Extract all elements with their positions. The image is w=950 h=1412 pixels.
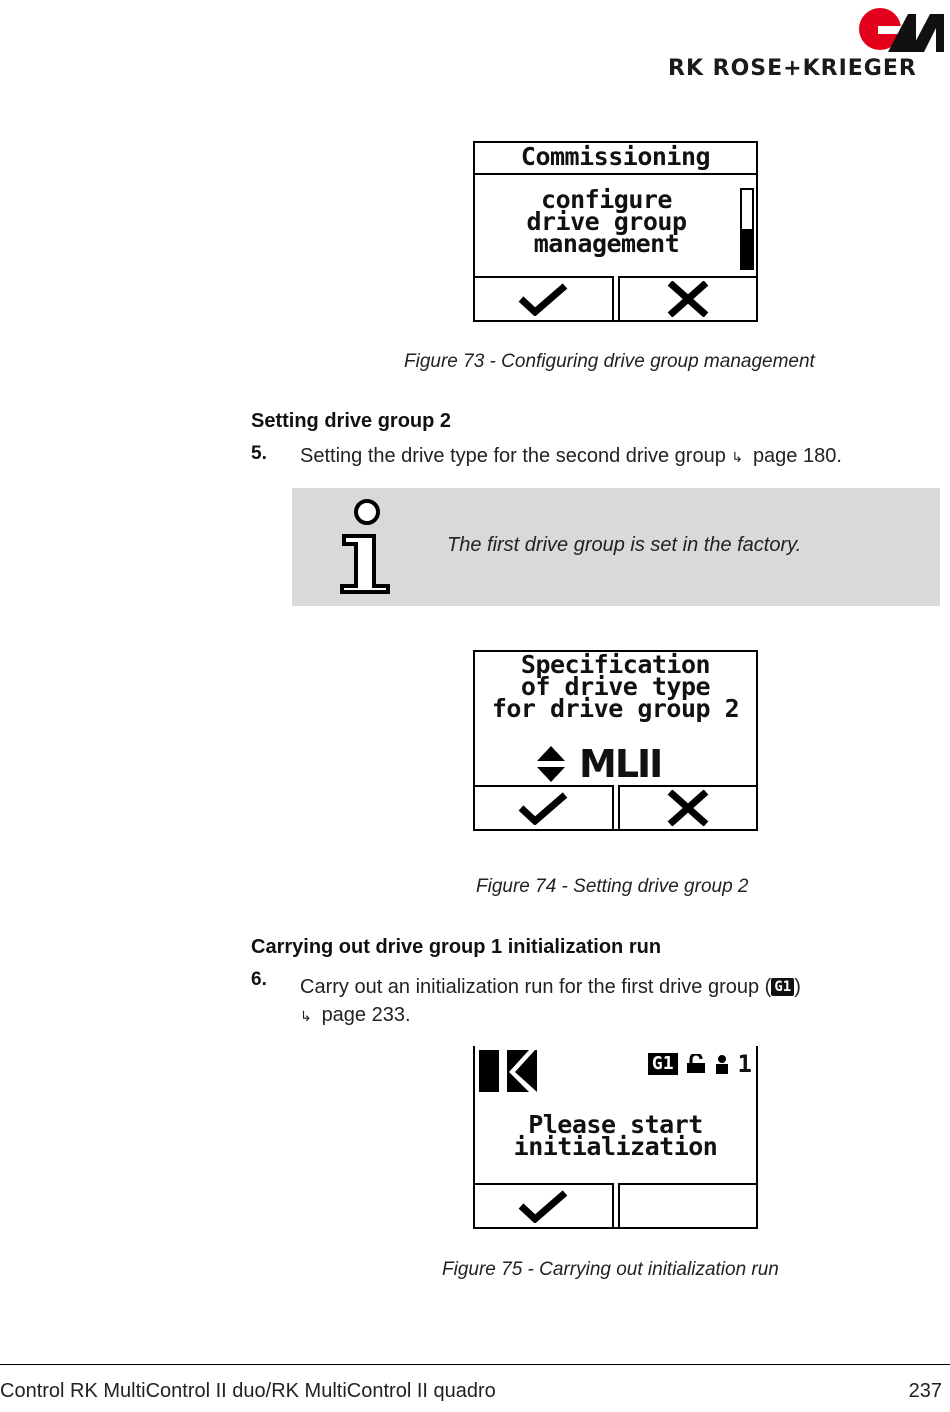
step-text-close: ) [794,976,801,998]
cross-icon [667,790,709,826]
drive-type-selector[interactable]: MLII [535,742,663,786]
lcd-button-row [475,1183,756,1227]
figure-caption: Figure 74 - Setting drive group 2 [476,876,749,897]
lcd-body: configure drive group management [475,185,738,258]
lcd-body: Please start initialization [475,1110,756,1161]
confirm-button[interactable] [475,276,614,320]
step-text: Setting the drive type for the second dr… [300,445,842,468]
checkmark-icon [518,283,568,316]
g1-badge-icon: G1 [771,978,795,996]
figure-caption: Figure 73 - Configuring drive group mana… [404,351,815,372]
confirm-button[interactable] [475,785,614,829]
lcd-button-row [475,276,756,320]
page-number: 237 [908,1380,942,1402]
lcd-line: initialization [513,1132,718,1161]
link-arrow-icon: ↳ [300,1008,312,1024]
user-icon [715,1055,728,1074]
status-number: 1 [737,1050,752,1078]
section-heading: Setting drive group 2 [251,410,452,432]
lcd-line: management [533,229,680,258]
checkmark-icon [518,792,568,825]
step-text-content: Setting the drive type for the second dr… [300,445,726,467]
lcd-line: configure [541,185,672,214]
step-text-content: Carry out an initialization run for the … [300,976,772,998]
page-link[interactable]: page 180. [752,445,842,467]
up-down-arrows-icon [537,746,565,782]
lcd-screen-commissioning: Commissioning configure drive group mana… [473,141,758,322]
lcd-line: for drive group 2 [491,694,740,723]
lcd-line: Please start [528,1110,703,1139]
scrollbar-thumb [742,229,752,268]
lcd-scrollbar [740,188,754,270]
drive-type-value: MLII [579,742,663,786]
cancel-button[interactable] [617,276,756,320]
lock-icon [686,1054,705,1073]
info-icon [340,499,390,594]
brand-name: RK ROSE+KRIEGER [668,56,917,81]
cross-icon [667,281,709,317]
lcd-line: of drive type [520,672,711,701]
step-text: Carry out an initialization run for the … [300,976,801,999]
lcd-screen-drive-type: Specification of drive type for drive gr… [473,650,758,831]
empty-button[interactable] [617,1183,756,1227]
lcd-button-row [475,785,756,829]
confirm-button[interactable] [475,1183,614,1227]
checkmark-icon [518,1190,568,1223]
rk-logo-icon [859,8,944,52]
step-number: 5. [251,443,267,464]
status-bar: G1 1 [647,1050,752,1078]
footer-title: Control RK MultiControl II duo/RK MultiC… [0,1380,496,1402]
cancel-button[interactable] [617,785,756,829]
figure-caption: Figure 75 - Carrying out initialization … [442,1259,779,1280]
page-link[interactable]: page 233. [321,1004,411,1026]
g1-badge-icon: G1 [647,1053,678,1075]
link-arrow-icon: ↳ [731,449,744,465]
lcd-title: Commissioning [475,143,756,175]
info-text: The first drive group is set in the fact… [447,534,802,556]
lcd-screen-initialization: G1 1 Please start initialization [473,1046,758,1229]
rk-logo-icon [479,1050,537,1092]
lcd-line: Specification [520,650,711,679]
lcd-line: drive group [526,207,687,236]
info-box: The first drive group is set in the fact… [292,488,940,606]
lcd-body: Specification of drive type for drive gr… [475,650,756,723]
section-heading: Carrying out drive group 1 initializatio… [251,936,662,958]
footer-divider [0,1364,950,1365]
step-link-line: ↳ page 233. [300,1004,411,1027]
step-number: 6. [251,969,267,990]
